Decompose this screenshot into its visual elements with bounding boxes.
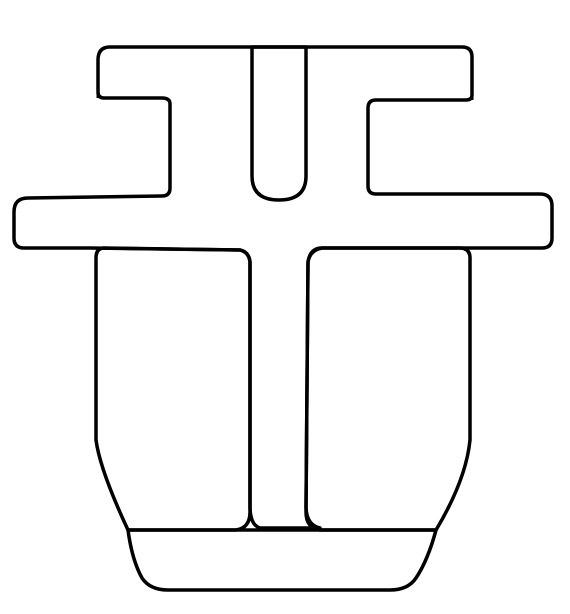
center-slot (252, 47, 306, 200)
left-leg (96, 248, 250, 530)
right-leg (306, 248, 470, 530)
bottom-cap (128, 530, 436, 590)
